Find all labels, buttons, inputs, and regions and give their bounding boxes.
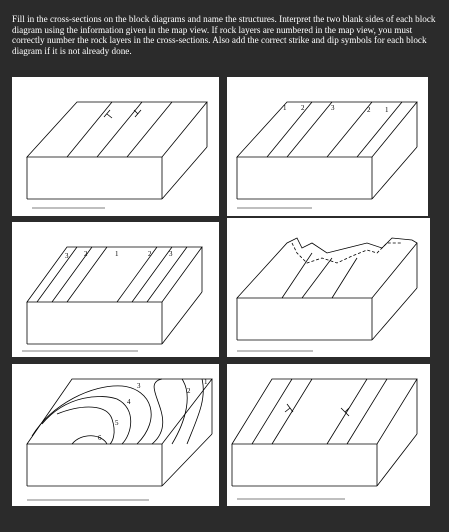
block-diagram-1 (12, 77, 219, 216)
layer-label: 2 (367, 106, 371, 114)
layer-label: 5 (115, 419, 119, 427)
layer-label: 1 (204, 378, 208, 386)
layer-label: 3 (331, 104, 335, 112)
layer-label: 2 (148, 250, 152, 258)
layer-label: 3 (137, 382, 141, 390)
header-fragment: - - - - - - - (190, 0, 228, 5)
layer-label: 6 (98, 434, 102, 442)
block-diagram-3: 3 2 1 2 3 (12, 222, 219, 357)
block-diagram-4 (227, 218, 430, 357)
block-diagram-6 (227, 364, 430, 506)
layer-label: 2 (84, 250, 88, 258)
layer-label: 1 (115, 250, 119, 258)
layer-label: 1 (283, 104, 287, 112)
layer-label: 4 (127, 398, 131, 406)
block-diagram-5: 1 2 3 4 5 6 (12, 364, 219, 506)
layer-label: 2 (187, 387, 191, 395)
layer-label: 2 (301, 104, 305, 112)
layer-label: 3 (169, 250, 173, 258)
instructions-text: Fill in the cross-sections on the block … (12, 14, 436, 56)
layer-label: 1 (385, 106, 389, 114)
layer-label: 3 (65, 252, 69, 260)
block-diagram-2: 1 2 3 2 1 (227, 77, 428, 216)
